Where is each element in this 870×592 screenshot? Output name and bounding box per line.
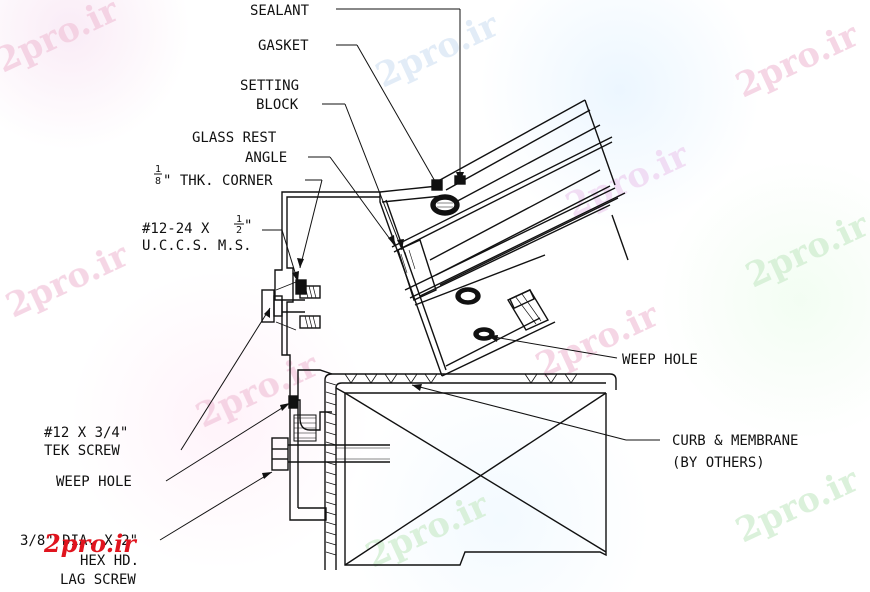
label-setting-block: SETTING xyxy=(240,78,299,94)
membrane xyxy=(324,373,617,570)
logo-text: 2pro.ir xyxy=(43,529,138,558)
curb xyxy=(344,392,607,566)
watermark: 2pro.ir xyxy=(370,5,506,97)
watermark: 2pro.ir xyxy=(730,460,866,552)
label-lag-screw: HEX HD. xyxy=(80,553,139,569)
watermark: 2pro.ir xyxy=(190,345,326,437)
leader-lines xyxy=(159,8,660,541)
label-weep-hole-left: WEEP HOLE xyxy=(56,474,132,490)
label-curb-membrane: (BY OTHERS) xyxy=(672,455,765,471)
label-machine-screw-fraction: 1 xyxy=(236,214,242,225)
frame-bolt xyxy=(506,288,550,331)
watermark: 2pro.ir xyxy=(0,0,126,81)
label-machine-screw: #12-24 X xyxy=(142,221,210,237)
label-lag-screw: 3/8" DIA. X 2" xyxy=(20,533,138,549)
watermark: 2pro.ir xyxy=(360,485,496,577)
watermark: 2pro.ir xyxy=(730,15,866,107)
setting-block xyxy=(397,239,437,301)
label-machine-screw-fraction: 2 xyxy=(236,225,242,236)
watermark: 2pro.ir xyxy=(740,205,870,297)
label-corner-fraction: 1 xyxy=(155,164,161,175)
labels: SEALANT GASKET SETTING BLOCK GLASS REST … xyxy=(20,3,798,588)
label-tek-screw: #12 X 3/4" xyxy=(44,425,128,441)
lag-screw xyxy=(271,437,390,471)
watermark: 2pro.ir xyxy=(530,295,666,387)
label-curb-membrane: CURB & MEMBRANE xyxy=(672,433,798,449)
label-corner: " THK. CORNER xyxy=(163,173,273,189)
arrowheads xyxy=(262,172,498,479)
watermark: 2pro.ir xyxy=(0,235,136,327)
label-glass-rest-angle: ANGLE xyxy=(245,150,287,166)
machine-screw xyxy=(261,279,321,331)
label-glass-rest-angle: GLASS REST xyxy=(192,130,277,146)
site-logo: 2pro.ir xyxy=(43,529,138,558)
label-corner-fraction: 8 xyxy=(155,176,161,187)
label-sealant: SEALANT xyxy=(250,3,310,19)
sloped-frame xyxy=(379,99,629,377)
label-machine-screw: U.C.C.S. M.S. xyxy=(142,238,252,254)
label-gasket: GASKET xyxy=(258,38,309,54)
label-machine-screw: " xyxy=(244,218,252,234)
label-tek-screw: TEK SCREW xyxy=(44,443,120,459)
label-lag-screw: LAG SCREW xyxy=(60,572,136,588)
label-setting-block: BLOCK xyxy=(256,97,299,113)
corner-extrusion xyxy=(274,191,380,521)
label-weep-hole-right: WEEP HOLE xyxy=(622,352,698,368)
